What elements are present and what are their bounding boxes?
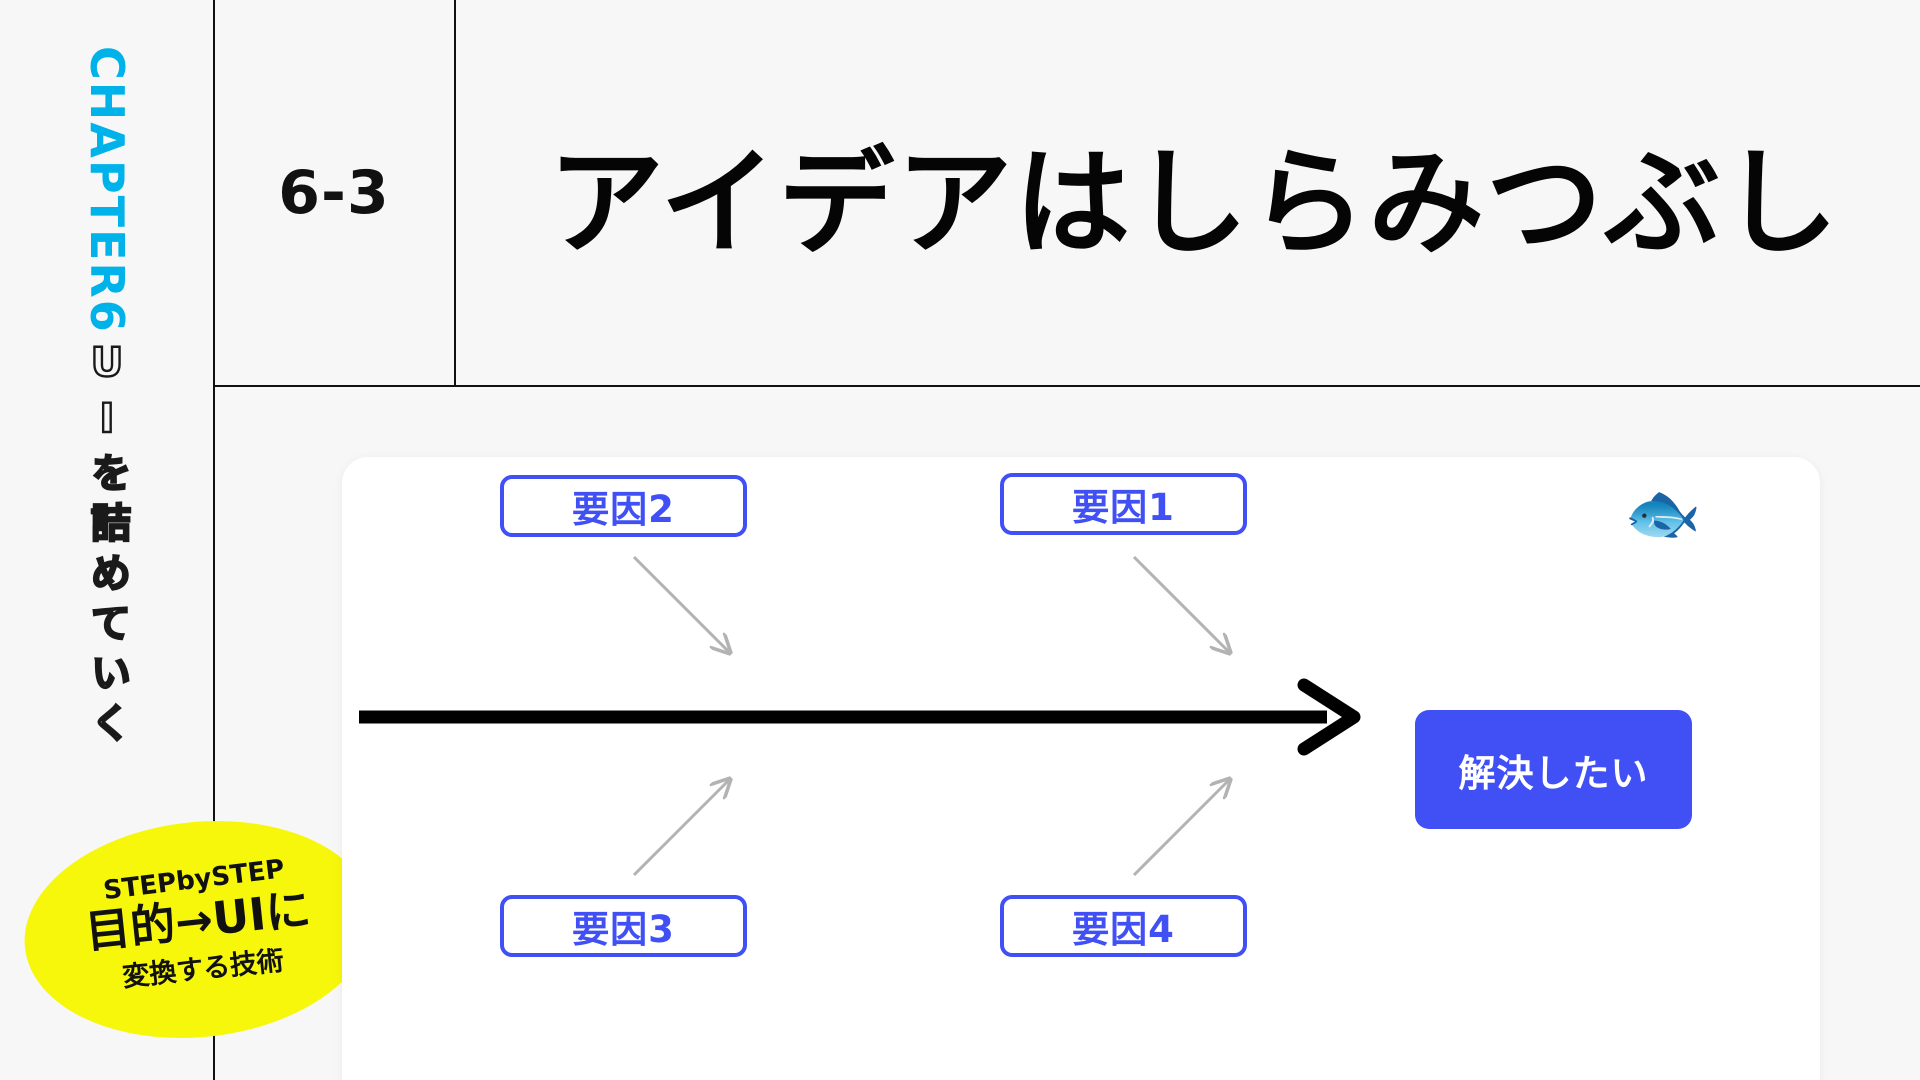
- header-divider-horizontal: [213, 385, 1920, 387]
- section-number: 6-3: [214, 0, 454, 385]
- chapter-label: CHAPTER6: [0, 0, 214, 340]
- chapter-label-text: CHAPTER6: [80, 46, 134, 334]
- factor-box-4[interactable]: 要因4: [1000, 895, 1247, 957]
- step-badge: STEPbySTEP 目的→UIに 変換する技術: [13, 804, 385, 1055]
- fishbone-diagram-card: 🐟 要因2 要因1 要因3 要因4 解決したい: [342, 457, 1820, 1080]
- section-number-text: 6-3: [278, 157, 390, 228]
- factor-box-2[interactable]: 要因2: [500, 475, 747, 537]
- result-box[interactable]: 解決したい: [1415, 710, 1692, 829]
- fish-icon: 🐟: [1624, 479, 1702, 548]
- factor-box-1[interactable]: 要因1: [1000, 473, 1247, 535]
- factor-box-3[interactable]: 要因3: [500, 895, 747, 957]
- rail-divider-vertical: [213, 0, 215, 1080]
- connector-factor2: [632, 555, 730, 653]
- connector-factor1: [1132, 555, 1230, 653]
- page-title-text: アイデアはしらみつぶし: [548, 135, 1841, 271]
- connector-factor4: [1132, 779, 1230, 877]
- header-number-divider-vertical: [454, 0, 456, 386]
- rail-subtitle: UIを詰めていく: [0, 339, 214, 760]
- connector-factor3: [632, 779, 730, 877]
- rail-subtitle-text: UIを詰めていく: [83, 339, 131, 753]
- page-title: アイデアはしらみつぶし: [456, 0, 1920, 385]
- spine-arrow: [359, 678, 1361, 756]
